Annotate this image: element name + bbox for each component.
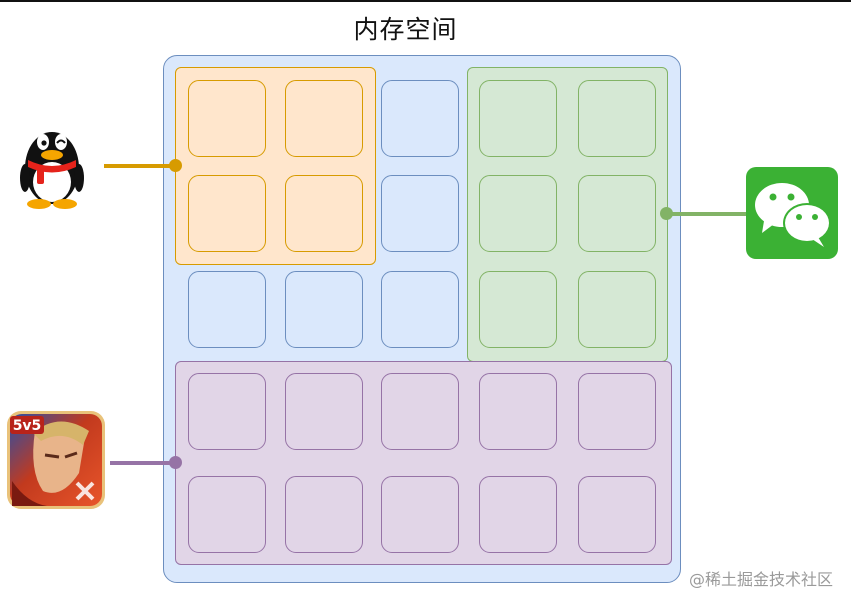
game-5v5-icon: 5v5 — [7, 411, 105, 509]
top-border-line — [0, 0, 851, 2]
free-memory-cell — [381, 80, 459, 157]
game-memory-cell — [381, 476, 459, 553]
wechat-memory-cell — [479, 175, 557, 252]
watermark-text: @稀土掘金技术社区 — [688, 570, 833, 589]
free-memory-cell — [188, 271, 266, 348]
qq-memory-cell — [285, 80, 363, 157]
game-connector-dot — [169, 456, 182, 469]
wechat-connector-dot — [660, 207, 673, 220]
game-memory-cell — [188, 373, 266, 450]
game-memory-cell — [188, 476, 266, 553]
qq-memory-cell — [188, 80, 266, 157]
game-memory-cell — [479, 373, 557, 450]
diagram-title: 内存空间 — [353, 15, 458, 44]
game-memory-cell — [285, 373, 363, 450]
qq-memory-cell — [188, 175, 266, 252]
wechat-icon — [746, 167, 838, 259]
game-memory-cell — [578, 476, 656, 553]
wechat-memory-cell — [578, 175, 656, 252]
wechat-memory-cell — [578, 80, 656, 157]
free-memory-cell — [381, 175, 459, 252]
wechat-memory-cell — [578, 271, 656, 348]
wechat-connector-line — [668, 212, 748, 216]
svg-text:5v5: 5v5 — [13, 418, 42, 434]
game-memory-cell — [578, 373, 656, 450]
qq-penguin-icon — [20, 132, 84, 209]
wechat-memory-cell — [479, 80, 557, 157]
wechat-memory-cell — [479, 271, 557, 348]
free-memory-cell — [285, 271, 363, 348]
game-memory-cell — [479, 476, 557, 553]
qq-connector-dot — [169, 159, 182, 172]
qq-memory-cell — [285, 175, 363, 252]
qq-connector-line — [104, 164, 176, 168]
game-memory-cell — [285, 476, 363, 553]
game-connector-line — [110, 461, 176, 465]
free-memory-cell — [381, 271, 459, 348]
game-memory-cell — [381, 373, 459, 450]
